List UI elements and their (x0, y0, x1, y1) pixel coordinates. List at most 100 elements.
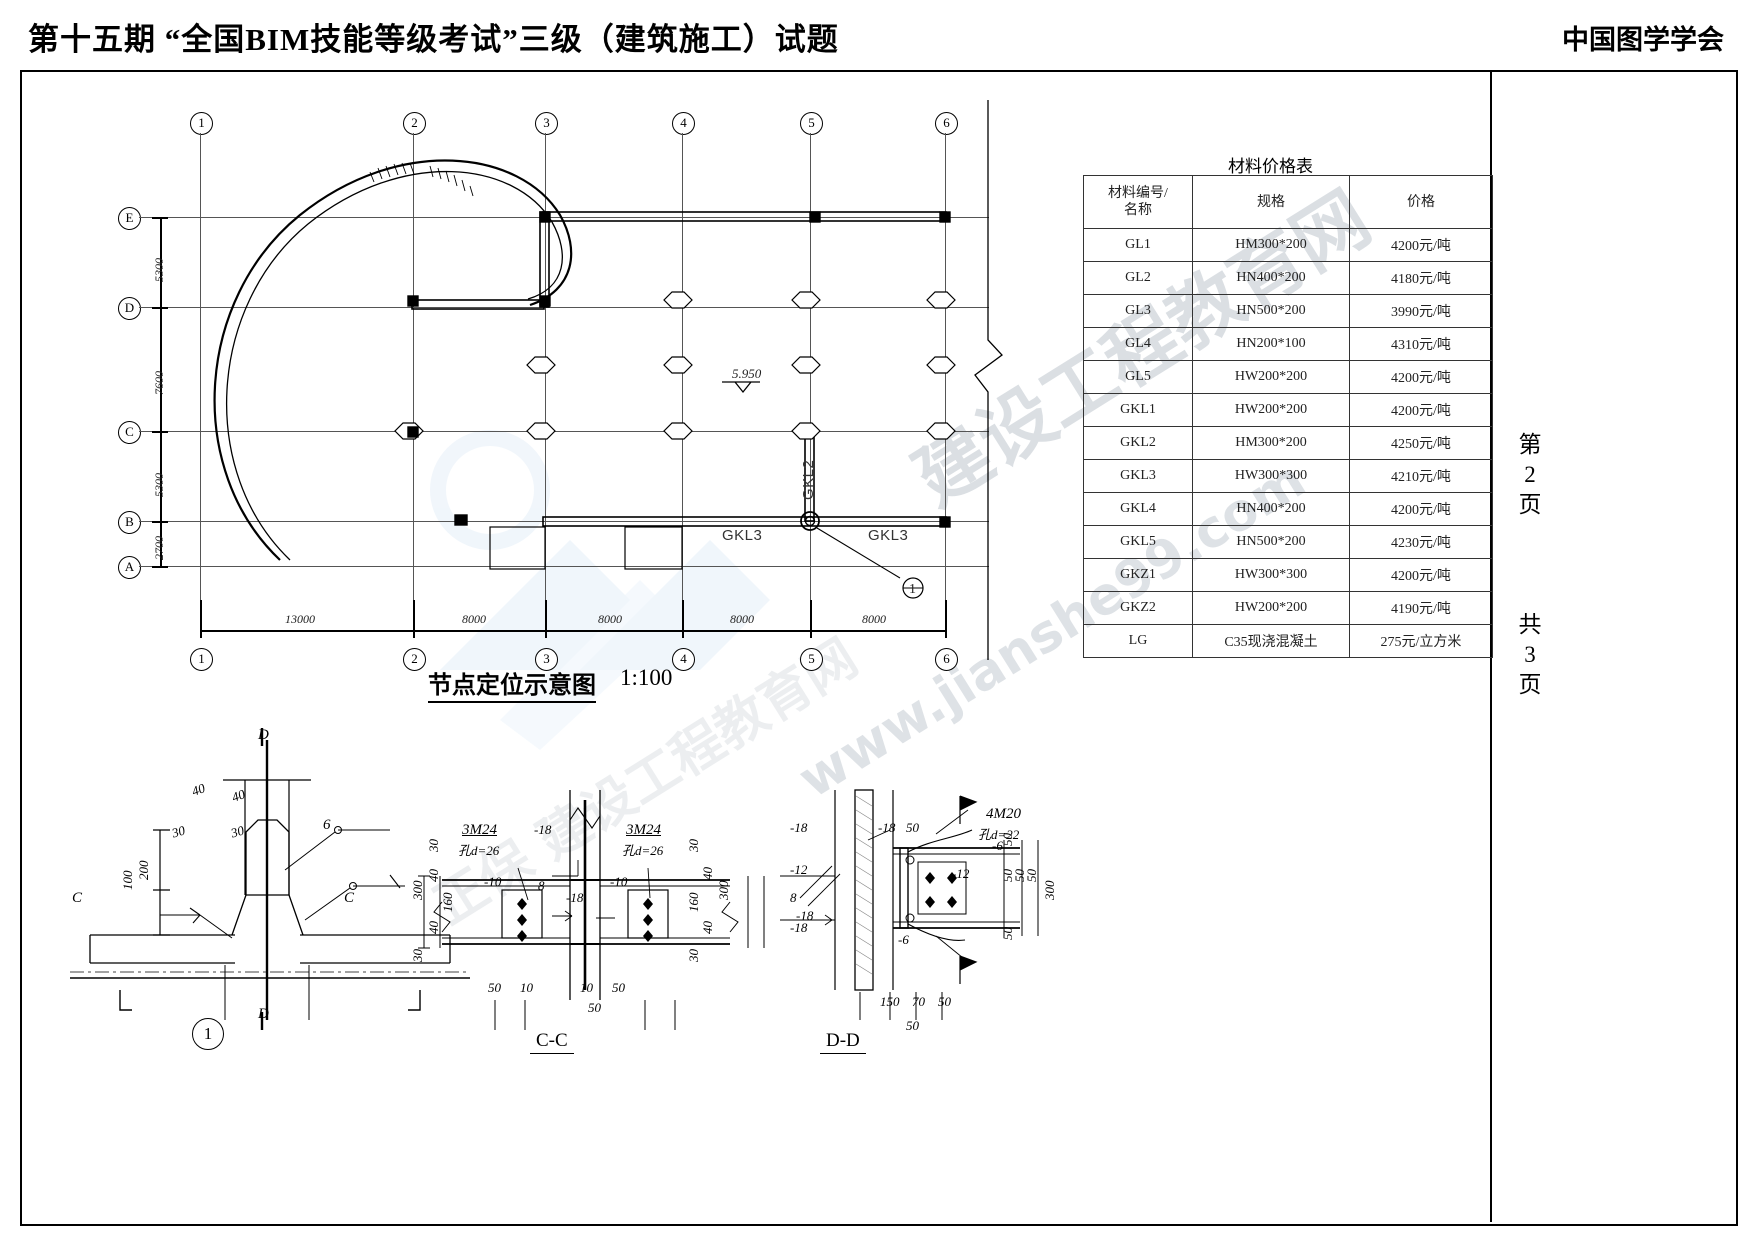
total-char-2: 3 (1524, 642, 1536, 667)
plate-label-left: -10 (484, 874, 502, 889)
detail-node-geometry (70, 728, 470, 1030)
dim-chain-horizontal (200, 630, 946, 632)
cc-rdim-40b: 40 (700, 921, 715, 934)
dd-bdim-150: 150 (880, 994, 900, 1009)
cell-spec: HW200*200 (1192, 591, 1350, 625)
cc-bdim-50a: 50 (488, 980, 501, 995)
detail-cc-caption: C-C (530, 1030, 574, 1054)
cell-name: GL1 (1083, 228, 1193, 262)
dim-tick-E (152, 217, 168, 219)
plan-caption-text: 节点定位示意图 (428, 673, 596, 703)
plan-caption: 节点定位示意图 (428, 665, 596, 703)
dd-weld-6-top: -6 (992, 838, 1003, 853)
grid-bubble-B: B (118, 511, 141, 534)
dd-plate-top: -18 (878, 820, 896, 835)
grid-bubble-top-3: 3 (535, 112, 558, 135)
grid-bubble-bot-4: 4 (672, 648, 695, 671)
organization-name: 中国图学学会 (1562, 25, 1724, 55)
detail-cc-geometry (418, 790, 765, 1030)
grid-line-2 (413, 133, 414, 633)
plate-label-right: -10 (610, 874, 628, 889)
grid-bubble-bot-5: 5 (800, 648, 823, 671)
dd-stiff-left-mid: -12 (790, 862, 808, 877)
cc-rdim-30a: 30 (686, 839, 701, 852)
cc-rdim-300: 300 (716, 880, 731, 901)
cell-spec: C35现浇混凝土 (1192, 624, 1350, 658)
dd-weld-18: -18 (796, 908, 814, 923)
cc-dim-300: 300 (410, 880, 425, 901)
cell-spec: HN200*100 (1192, 327, 1350, 361)
grid-line-1 (200, 133, 201, 633)
beam-label-gkl3-right: GKL3 (868, 527, 909, 544)
detail-cc-caption-text: C-C (530, 1030, 574, 1054)
cell-name: GKL1 (1083, 393, 1193, 427)
grid-bubble-top-2: 2 (403, 112, 426, 135)
weld-mark-6: 6 (323, 817, 331, 833)
grid-line-6 (945, 133, 946, 633)
dim-h-13000: 13000 (285, 612, 315, 626)
cell-name: GL5 (1083, 360, 1193, 394)
cc-dim-30a: 30 (426, 839, 441, 852)
dim-chain-vertical (160, 217, 162, 567)
cell-spec: HM300*200 (1192, 426, 1350, 460)
cell-spec: HW200*200 (1192, 360, 1350, 394)
table-header-row: 材料编号/ 名称 规格 价格 (1083, 175, 1493, 229)
dim-tick-A (152, 566, 168, 568)
dd-bdim-50a: 50 (938, 994, 951, 1009)
cc-bdim-50c: 50 (588, 1000, 601, 1015)
page-char-1: 第 (1518, 432, 1542, 457)
dim-h-8000-c: 8000 (730, 612, 754, 626)
dim-tick-4 (682, 600, 684, 638)
elevation-label: 5.950 (732, 366, 762, 381)
node-callout-number: 1 (909, 582, 916, 597)
grid-bubble-D: D (118, 297, 141, 320)
cell-spec: HW300*300 (1192, 459, 1350, 493)
grid-line-B (139, 521, 989, 522)
dd-bdim-50b: 50 (906, 1018, 919, 1033)
header-cell-price: 价格 (1349, 175, 1493, 229)
dd-rdim-50e: 50 (1000, 927, 1015, 940)
dim-tick-5 (810, 600, 812, 638)
cell-price: 4210元/吨 (1349, 459, 1493, 493)
bolt-label-left: 3M24 (462, 822, 497, 838)
cell-name: GL2 (1083, 261, 1193, 295)
dim-tick-3 (545, 600, 547, 638)
dim-tick-D (152, 307, 168, 309)
cell-price: 4180元/吨 (1349, 261, 1493, 295)
total-pages-block: 共 3 页 (1500, 610, 1560, 700)
stiffener-top: -18 (534, 822, 552, 837)
cell-price: 4310元/吨 (1349, 327, 1493, 361)
grid-line-3 (545, 133, 546, 633)
cc-dim-30b: 30 (410, 949, 425, 962)
dd-bolt-label: 4M20 (986, 806, 1021, 822)
beam-label-gkl3-left: GKL3 (722, 527, 763, 544)
weld-size: 8 (538, 878, 545, 893)
dd-stiff-left-top: -18 (790, 820, 808, 835)
dd-weld-8: 8 (790, 890, 797, 905)
cell-name: GKL3 (1083, 459, 1193, 493)
header-name-line2: 名称 (1124, 203, 1152, 218)
cell-spec: HN500*200 (1192, 525, 1350, 559)
cell-spec: HN400*200 (1192, 492, 1350, 526)
grid-bubble-top-1: 1 (190, 112, 213, 135)
section-mark-D-bottom: D (258, 1006, 269, 1022)
page-number-block: 第 2 页 (1500, 430, 1560, 520)
drawing-frame (20, 70, 1738, 1226)
dd-plate-12: -12 (952, 866, 970, 881)
cell-spec: HW300*300 (1192, 558, 1350, 592)
bolt-hole-left: 孔d=26 (458, 843, 500, 858)
dd-rdim-300: 300 (1042, 880, 1057, 901)
cell-spec: HN400*200 (1192, 261, 1350, 295)
total-char-1: 共 (1518, 612, 1542, 637)
header-name-line1: 材料编号/ (1108, 186, 1168, 201)
grid-bubble-E: E (118, 207, 141, 230)
grid-bubble-bot-2: 2 (403, 648, 426, 671)
